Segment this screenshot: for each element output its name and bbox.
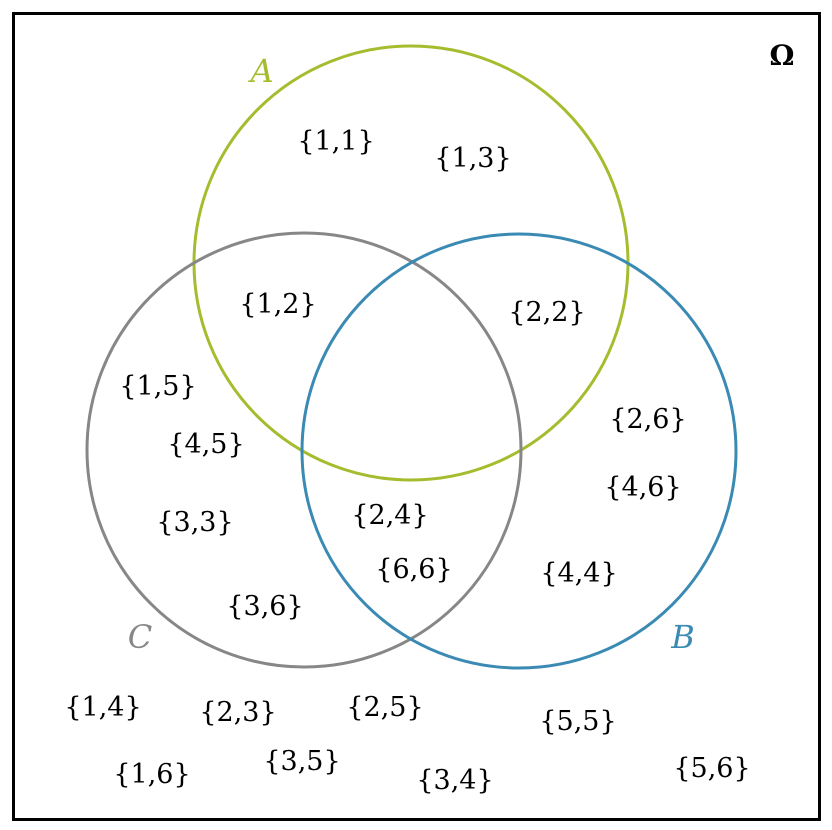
- elements: {1,1} {1,3} {1,2} {2,2} {1,5} {4,5} {3,3…: [64, 126, 750, 796]
- element: {1,4}: [64, 692, 141, 723]
- element: {2,5}: [346, 692, 423, 723]
- element: {1,6}: [113, 759, 190, 790]
- element: {4,4}: [540, 558, 617, 589]
- element: {6,6}: [375, 554, 452, 585]
- element: {3,5}: [263, 746, 340, 777]
- element: {5,6}: [673, 753, 750, 784]
- element: {3,6}: [226, 591, 303, 622]
- element: {2,4}: [351, 500, 428, 531]
- element: {5,5}: [539, 706, 616, 737]
- element: {1,5}: [119, 371, 196, 402]
- element: {1,2}: [239, 289, 316, 320]
- element: {3,4}: [416, 765, 493, 796]
- set-c-circle: [85, 231, 523, 669]
- element: {2,6}: [609, 404, 686, 435]
- element: {1,3}: [434, 143, 511, 174]
- universe-label: Ω: [770, 39, 795, 72]
- element: {4,6}: [604, 472, 681, 503]
- universe-frame: [12, 12, 821, 821]
- element: {2,2}: [508, 297, 585, 328]
- element: {4,5}: [167, 429, 244, 460]
- element: {1,1}: [297, 126, 374, 157]
- element: {2,3}: [199, 697, 276, 728]
- set-b-circle: [300, 232, 738, 670]
- set-a-label: A: [247, 52, 273, 90]
- element: {3,3}: [156, 507, 233, 538]
- set-c-label: C: [128, 618, 152, 656]
- set-b-label: B: [670, 618, 695, 656]
